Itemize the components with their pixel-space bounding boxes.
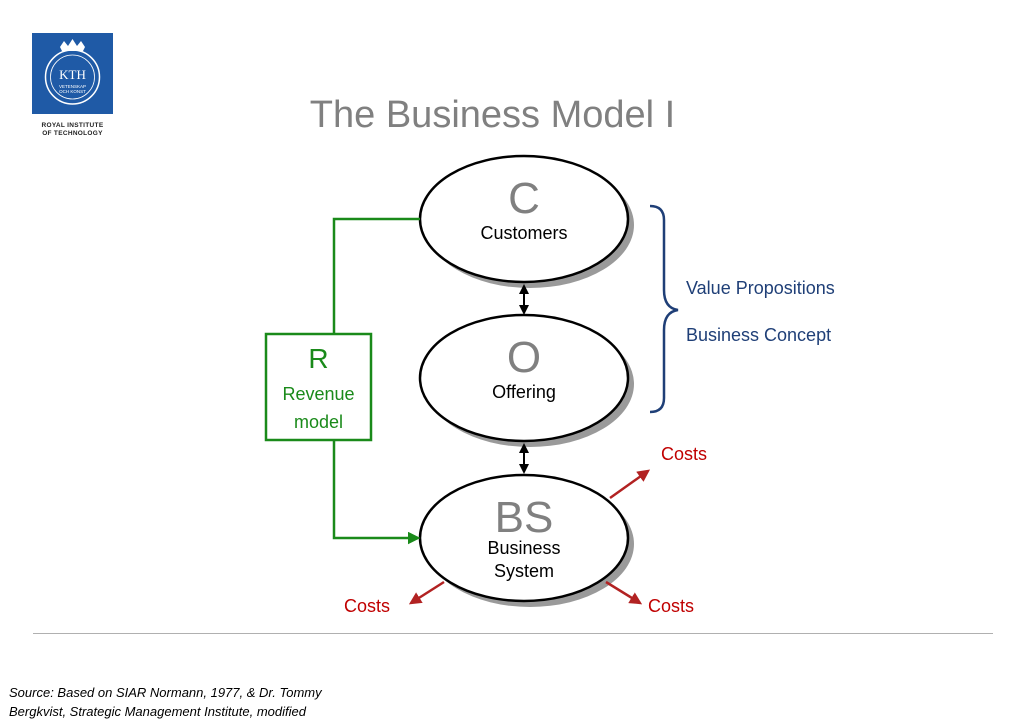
costs-label-bottom-left: Costs [344,596,391,616]
value-propositions-label: Value Propositions [686,278,835,298]
cost-arrow-bottom-right [605,580,643,605]
svg-text:VETENSKAP: VETENSKAP [59,84,86,89]
business-system-letter: BS [494,493,554,542]
revenue-label-line2: model [293,412,344,432]
customers-label: Customers [480,223,568,243]
business-system-label-line1: Business [487,538,561,558]
cost-arrow-bottom-left [408,580,445,605]
costs-label-top-right: Costs [661,444,708,464]
costs-label-bottom-right: Costs [648,596,695,616]
footer-divider [33,633,993,634]
customers-letter: C [508,174,540,223]
revenue-letter: R [308,343,329,374]
source-note: Source: Based on SIAR Normann, 1977, & D… [9,685,322,719]
offering-ellipse [418,313,630,443]
kth-crest-icon: KTH VETENSKAP OCH KONST [44,39,101,105]
cost-arrow-top-right [609,469,651,500]
business-system-label-line2: System [493,561,554,581]
svg-text:OCH KONST: OCH KONST [59,89,86,94]
revenue-to-bs-arrow [332,440,421,545]
offering-letter: O [506,333,542,382]
page-title: The Business Model I [309,94,676,136]
business-concept-label: Business Concept [686,325,832,345]
revenue-to-customers-line [332,217,420,334]
revenue-label-line1: Revenue [282,384,355,404]
kth-logo: KTH VETENSKAP OCH KONST [32,33,113,114]
logo-text: KTH [59,67,86,82]
logo-caption: ROYAL INSTITUTE OF TECHNOLOGY [41,122,104,137]
value-proposition-brace [649,204,679,414]
revenue-model-box [264,332,373,442]
offering-label: Offering [492,382,556,402]
